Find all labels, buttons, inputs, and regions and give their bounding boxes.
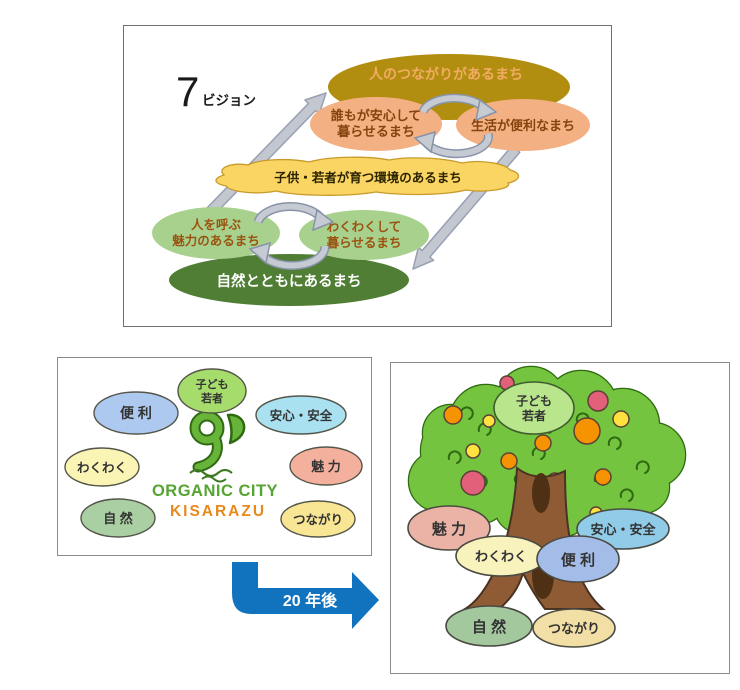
present-panel: ORGANIC CITY KISARAZU 子ども 若者 便 利 安心・安全 わ… bbox=[57, 357, 372, 556]
bubble-benri-label: 便 利 bbox=[561, 551, 595, 569]
bubble-shizen-label: 自 然 bbox=[103, 511, 133, 526]
bubble-tsunagari-label: つながり bbox=[548, 621, 600, 636]
transition-arrow-svg: 20 年後 bbox=[232, 562, 379, 629]
elbow-arrow-icon bbox=[232, 562, 379, 629]
bubble-benri-label: 便 利 bbox=[120, 405, 152, 421]
ellipse-safe-living bbox=[310, 97, 442, 151]
bubble-wakuwaku bbox=[64, 447, 140, 487]
diagonal-up-arrow-icon bbox=[206, 92, 327, 216]
label-attractive-1: 人を呼ぶ bbox=[191, 217, 242, 232]
label-safe-living-2: 暮らせるまち bbox=[336, 124, 415, 139]
bubble-benri bbox=[536, 535, 620, 583]
bubble-tsunagari bbox=[532, 608, 616, 648]
label-nature-town: 自然とともにあるまち bbox=[217, 272, 362, 290]
label-attractive-2: 魅力のあるまち bbox=[172, 233, 260, 248]
vision-heading-number: 7 bbox=[176, 68, 199, 115]
label-exciting-1: わくわくして bbox=[327, 220, 402, 234]
present-diagram: ORGANIC CITY KISARAZU 子ども 若者 便 利 安心・安全 わ… bbox=[64, 368, 363, 538]
bubble-kodomo-label-1: 子ども bbox=[516, 394, 552, 408]
future-panel: 子ども 若者 魅 力 安心・安全 わくわく 便 利 自 然 つながり bbox=[390, 362, 730, 674]
vision-panel: 人のつながりがあるまち 誰もが安心して 暮らせるまち 生活が便利なまち 子供・若… bbox=[123, 25, 612, 327]
logo-organic-city-text: ORGANIC CITY bbox=[152, 482, 278, 500]
bubble-kodomo-label-1: 子ども bbox=[196, 378, 229, 391]
bubble-shizen bbox=[445, 605, 533, 647]
label-convenient-life: 生活が便利なまち bbox=[471, 118, 575, 133]
bubble-kodomo-label-2: 若者 bbox=[201, 391, 223, 405]
organic-city-logo-icon bbox=[189, 410, 246, 483]
bubble-anshin-label: 安心・安全 bbox=[270, 408, 333, 423]
bubble-miryoku-label: 魅 力 bbox=[432, 520, 466, 538]
label-banner-children: 子供・若者が育つ環境のあるまち bbox=[274, 170, 462, 185]
bubble-miryoku bbox=[407, 505, 491, 551]
bubble-anshin-label: 安心・安全 bbox=[590, 522, 656, 537]
bubble-kodomo-label-2: 若者 bbox=[521, 408, 546, 423]
label-exciting-2: 暮らせるまち bbox=[326, 235, 402, 250]
bubble-tsunagari-label: つながり bbox=[293, 512, 343, 527]
bubble-shizen-label: 自 然 bbox=[472, 618, 506, 636]
transition-arrow-label: 20 年後 bbox=[283, 591, 338, 610]
vision-heading-suffix: ビジョン bbox=[202, 93, 256, 108]
transition-arrow: 20 年後 bbox=[225, 555, 390, 640]
vision-diagram: 人のつながりがあるまち 誰もが安心して 暮らせるまち 生活が便利なまち 子供・若… bbox=[152, 54, 590, 306]
ellipse-attractive-town bbox=[152, 207, 280, 259]
label-safe-living-1: 誰もが安心して bbox=[331, 108, 422, 123]
bubble-miryoku bbox=[289, 446, 363, 486]
bubble-kodomo bbox=[177, 368, 247, 414]
cycle-arrows-bottom bbox=[248, 202, 335, 270]
label-people-connection: 人のつながりがあるまち bbox=[369, 66, 523, 82]
ellipse-nature-town bbox=[169, 254, 409, 306]
bubble-benri bbox=[93, 391, 179, 435]
bubble-wakuwaku-label: わくわく bbox=[77, 461, 127, 475]
bubble-tsunagari bbox=[280, 500, 356, 538]
banner-children-environment bbox=[215, 156, 520, 196]
logo-kisarazu-text: KISARAZU bbox=[170, 503, 266, 520]
bubble-kodomo bbox=[493, 381, 575, 435]
cycle-arrows-top bbox=[413, 93, 498, 159]
bubble-shizen bbox=[80, 498, 156, 538]
bubble-wakuwaku-label: わくわく bbox=[475, 549, 527, 564]
future-tree-diagram: 子ども 若者 魅 力 安心・安全 わくわく 便 利 自 然 つながり bbox=[407, 365, 687, 648]
bubble-anshin bbox=[255, 395, 347, 435]
bubble-miryoku-label: 魅 力 bbox=[311, 459, 341, 474]
